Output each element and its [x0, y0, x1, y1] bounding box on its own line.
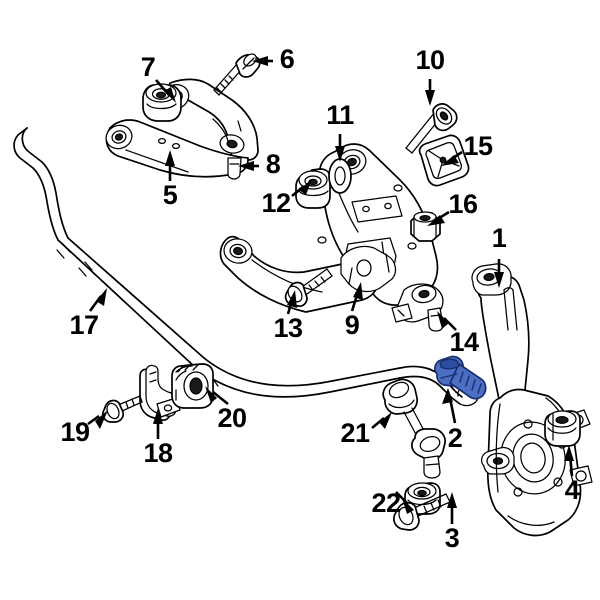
part-lower-arm-through-bolt[interactable]: [405, 103, 458, 154]
part-stabilizer-link-bushing[interactable]: [404, 482, 441, 515]
part-mount-retainer-plate[interactable]: [418, 134, 470, 187]
part-hex-nut[interactable]: [410, 211, 441, 242]
part-stabilizer-bushing[interactable]: [171, 363, 214, 409]
part-upper-arm-bushing[interactable]: [142, 83, 182, 122]
callout-number-12[interactable]: 12: [261, 188, 291, 218]
callout-number-18[interactable]: 18: [143, 438, 173, 468]
part-knuckle-bolt-highlighted[interactable]: [434, 355, 487, 400]
callout-number-2[interactable]: 2: [448, 423, 463, 453]
callout-numbers: 1 2 3 4 5 6 7 8 9 10 11 12 13 14 15 16 1…: [60, 44, 581, 553]
callout-number-8[interactable]: 8: [266, 149, 282, 179]
part-hub-nut[interactable]: [544, 410, 581, 447]
part-stabilizer-bracket-bolt[interactable]: [101, 395, 143, 423]
callout-number-11[interactable]: 11: [326, 100, 355, 130]
callout-number-19[interactable]: 19: [60, 417, 90, 447]
callout-leaders: [87, 56, 574, 524]
callout-number-17[interactable]: 17: [69, 310, 99, 340]
callout-number-5[interactable]: 5: [163, 180, 179, 210]
callout-number-21[interactable]: 21: [340, 418, 370, 448]
callout-number-15[interactable]: 15: [463, 131, 493, 161]
part-lower-arm-bushing[interactable]: [295, 168, 331, 209]
part-bushing-washer[interactable]: [328, 158, 352, 194]
callout-number-14[interactable]: 14: [449, 327, 479, 357]
callout-number-16[interactable]: 16: [448, 189, 478, 219]
callout-number-9[interactable]: 9: [345, 310, 361, 340]
part-upper-arm-bolt[interactable]: [213, 52, 261, 96]
callout-number-22[interactable]: 22: [371, 488, 401, 518]
callout-number-4[interactable]: 4: [565, 475, 581, 505]
callout-number-6[interactable]: 6: [280, 44, 296, 74]
callout-number-10[interactable]: 10: [415, 45, 445, 75]
callout-number-1[interactable]: 1: [492, 223, 508, 253]
part-stabilizer-link[interactable]: [382, 378, 446, 479]
callout-number-7[interactable]: 7: [141, 52, 156, 82]
part-steering-knuckle[interactable]: [471, 263, 593, 537]
callout-number-20[interactable]: 20: [217, 403, 247, 433]
part-upper-ball-joint-stud[interactable]: [227, 157, 242, 180]
callout-number-13[interactable]: 13: [273, 313, 303, 343]
callout-number-3[interactable]: 3: [445, 523, 461, 553]
